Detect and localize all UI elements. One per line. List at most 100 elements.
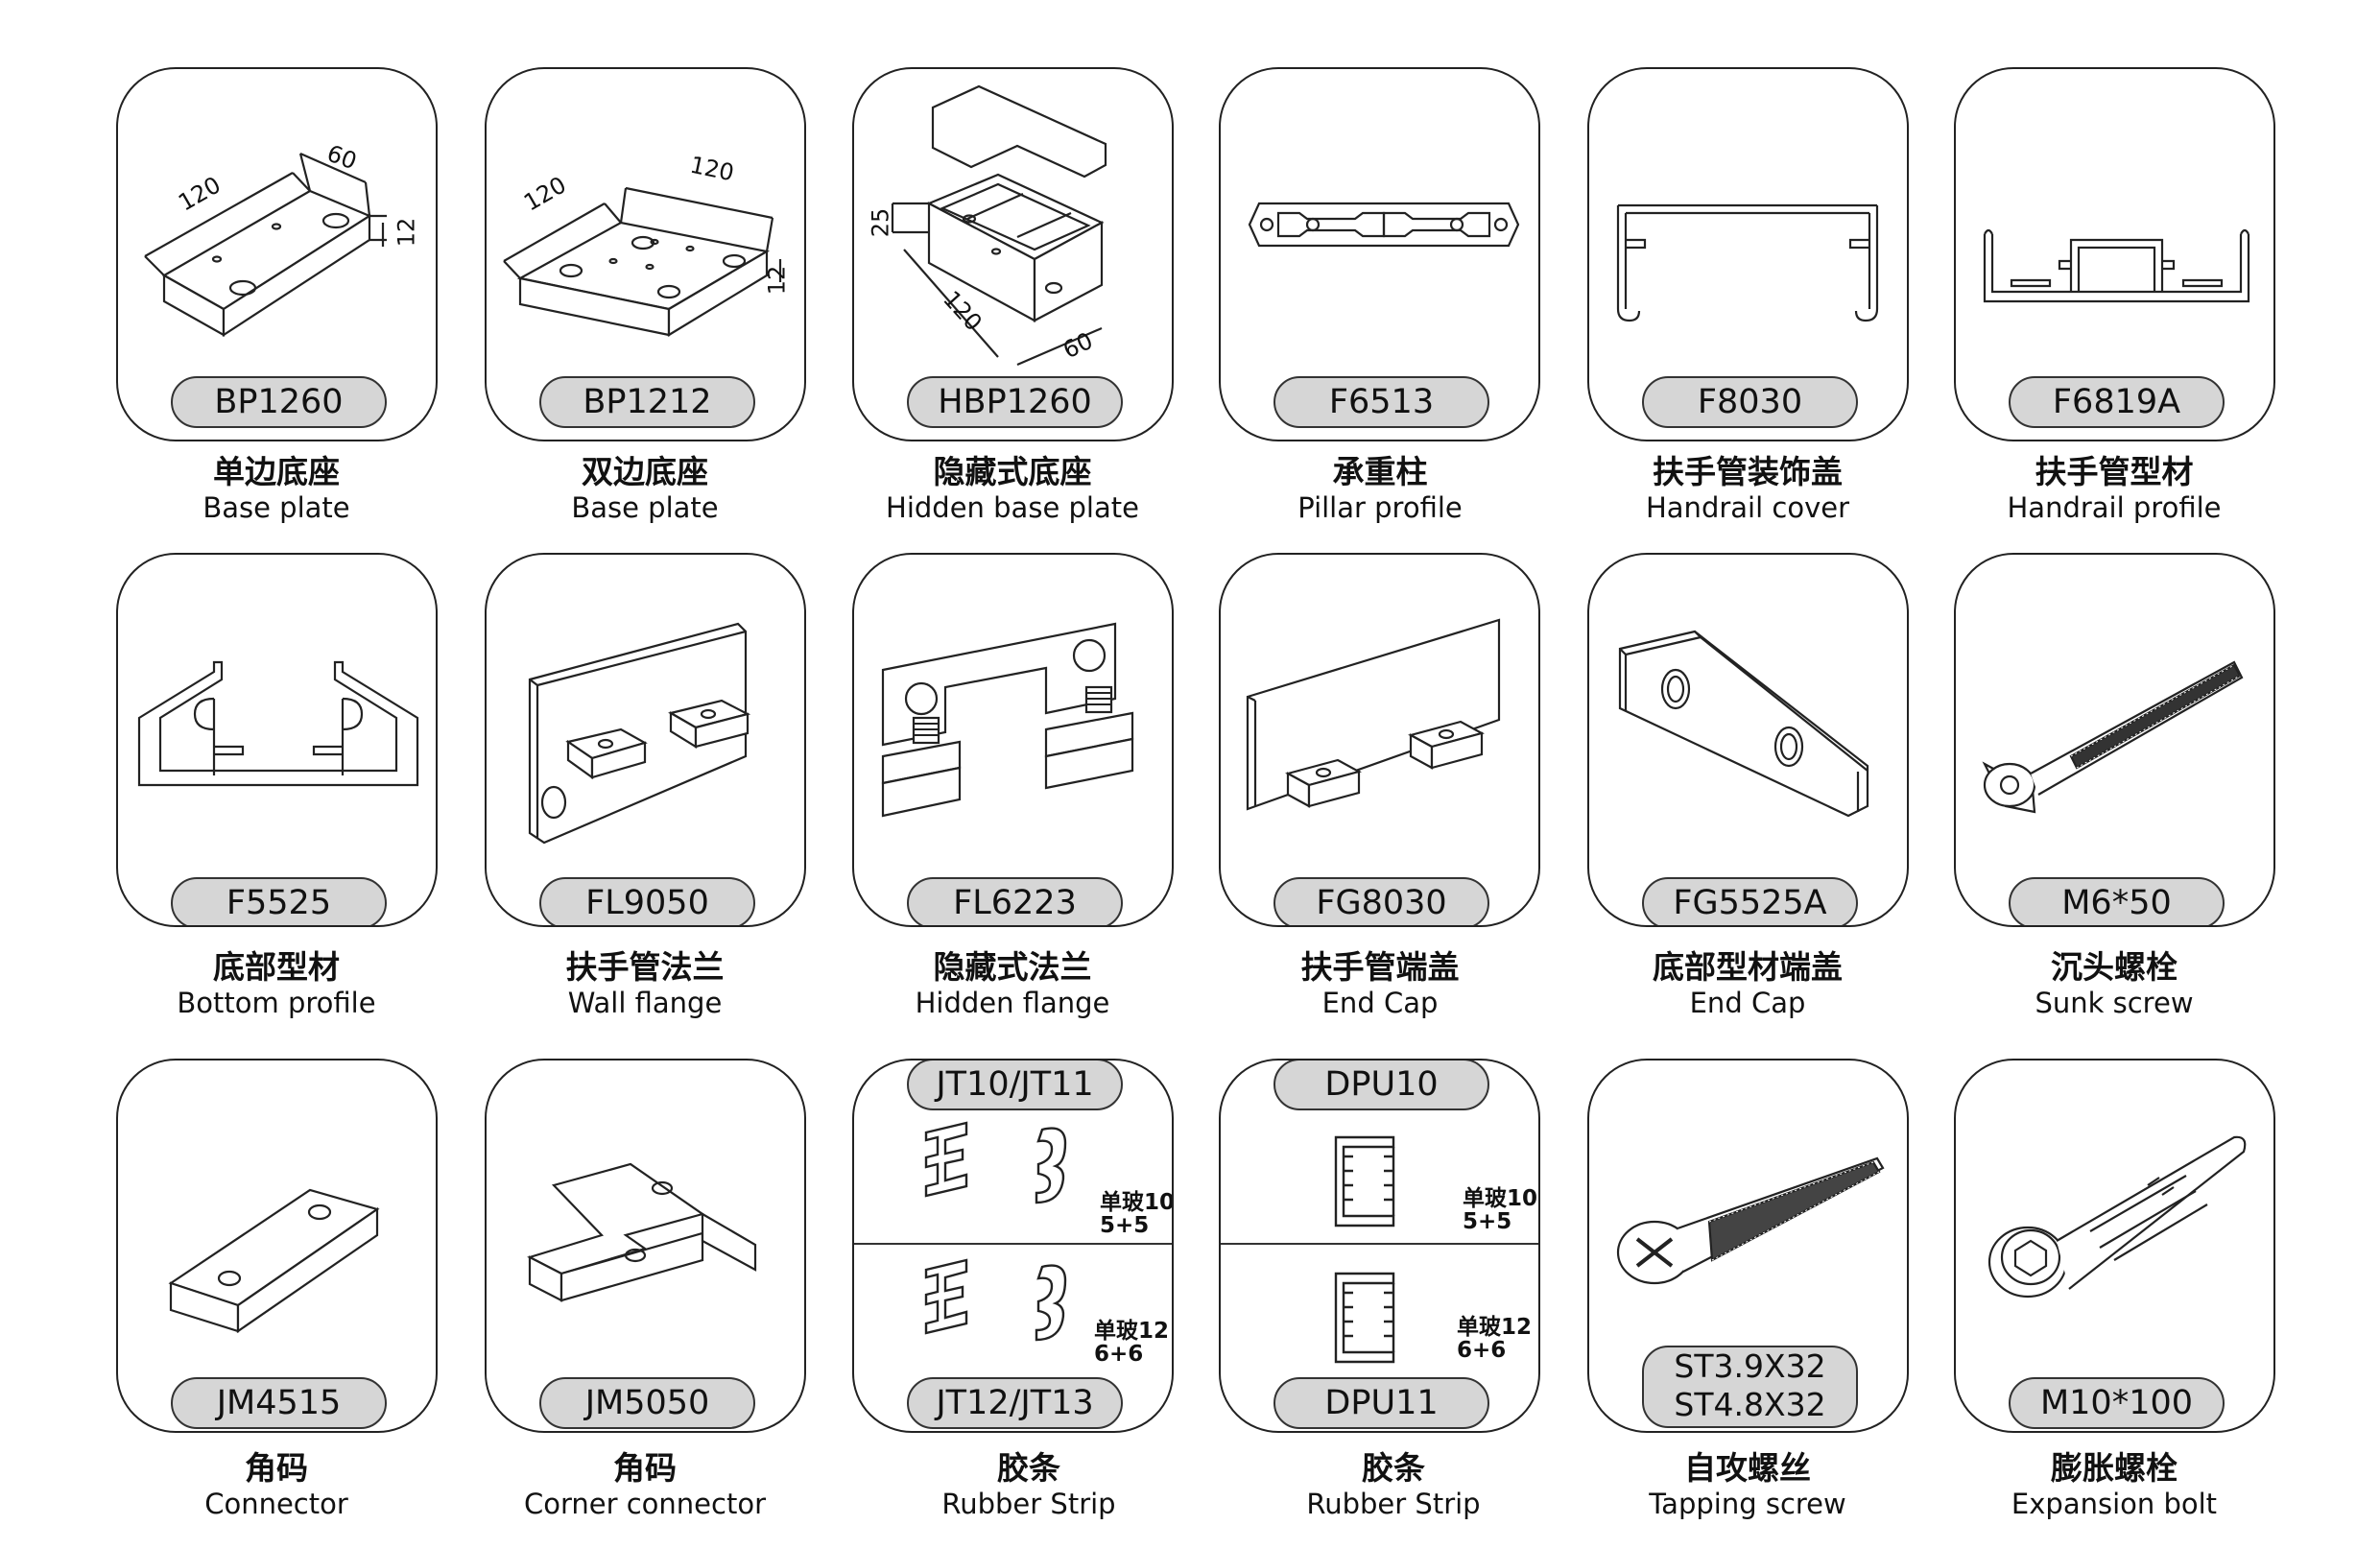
product-name-en: Rubber Strip xyxy=(1306,1488,1481,1520)
product-caption: 胶条 Rubber Strip xyxy=(837,1449,1221,1520)
product-card-fl9050: FL9050 xyxy=(485,553,806,927)
product-code-badge: F8030 xyxy=(1642,376,1858,428)
product-name-en: Base plate xyxy=(571,491,719,524)
single-side-base-plate-drawing xyxy=(144,152,387,338)
product-name-zh: 底部型材端盖 xyxy=(1653,948,1843,986)
product-card-bp1212: 120 120 12 BP1212 xyxy=(485,67,806,441)
handrail-cover-drawing xyxy=(1616,203,1879,322)
product-name-zh: 胶条 xyxy=(997,1449,1060,1487)
product-name-zh: 自攻螺丝 xyxy=(1684,1449,1811,1487)
product-caption: 隐藏式底座 Hidden base plate xyxy=(821,453,1204,524)
rubber-strip-dpu-drawing xyxy=(1334,1135,1395,1364)
product-code-badge: HBP1260 xyxy=(907,376,1123,428)
product-code-badge: JM5050 xyxy=(539,1377,755,1429)
product-card-jm5050: JM5050 xyxy=(485,1059,806,1433)
product-caption: 双边底座 Base plate xyxy=(453,453,837,524)
product-code-badge: F6513 xyxy=(1273,376,1489,428)
glass-spec-note: 单玻12 6+6 xyxy=(1094,1319,1170,1367)
straight-connector-drawing xyxy=(168,1188,380,1334)
product-code-badge: FG5525A xyxy=(1642,877,1858,925)
wall-flange-drawing xyxy=(528,622,751,845)
product-name-en: End Cap xyxy=(1689,987,1806,1019)
product-card-bp1260: 120 60 12 BP1260 xyxy=(116,67,438,441)
product-name-zh: 扶手管型材 xyxy=(2035,453,2194,490)
product-name-zh: 承重柱 xyxy=(1332,453,1428,490)
product-card-fg8030: FG8030 xyxy=(1219,553,1540,927)
product-code-badge-top: DPU10 xyxy=(1273,1060,1489,1110)
product-code-badge: F6819A xyxy=(2009,376,2225,428)
product-card-m10-100: M10*100 xyxy=(1954,1059,2275,1433)
product-card-f6513: F6513 xyxy=(1219,67,1540,441)
product-name-zh: 扶手管法兰 xyxy=(565,948,725,986)
product-name-en: Connector xyxy=(204,1488,348,1520)
product-name-en: Corner connector xyxy=(523,1488,767,1520)
product-caption: 扶手管装饰盖 Handrail cover xyxy=(1556,453,1940,524)
product-name-zh: 双边底座 xyxy=(582,453,708,490)
product-caption: 扶手管法兰 Wall flange xyxy=(453,948,837,1019)
product-code-badge: M10*100 xyxy=(2009,1377,2225,1429)
product-name-en: Wall flange xyxy=(567,987,723,1019)
product-code-badge: ST3.9X32 ST4.8X32 xyxy=(1642,1346,1858,1428)
product-name-en: Sunk screw xyxy=(2035,987,2194,1019)
product-name-en: End Cap xyxy=(1321,987,1439,1019)
dimension-label: 12 xyxy=(393,217,420,248)
product-name-zh: 沉头螺栓 xyxy=(2051,948,2178,986)
product-caption: 扶手管端盖 End Cap xyxy=(1188,948,1572,1019)
product-code-badge: BP1260 xyxy=(171,376,387,428)
product-caption: 底部型材 Bottom profile xyxy=(84,948,468,1019)
handrail-end-cap-drawing xyxy=(1246,618,1501,811)
product-caption: 沉头螺栓 Sunk screw xyxy=(1922,948,2306,1019)
corner-connector-drawing xyxy=(527,1162,757,1302)
product-name-zh: 膨胀螺栓 xyxy=(2051,1449,2178,1487)
product-name-zh: 扶手管端盖 xyxy=(1300,948,1460,986)
product-name-en: Base plate xyxy=(202,491,350,524)
product-caption: 膨胀螺栓 Expansion bolt xyxy=(1922,1449,2306,1520)
section-divider xyxy=(1221,1243,1538,1245)
product-name-zh: 隐藏式法兰 xyxy=(933,948,1092,986)
product-card-fl6223: FL6223 xyxy=(852,553,1174,927)
product-name-zh: 角码 xyxy=(613,1449,677,1487)
product-name-zh: 扶手管装饰盖 xyxy=(1653,453,1843,490)
dimension-label: 25 xyxy=(867,207,894,238)
pillar-profile-drawing xyxy=(1248,202,1520,248)
product-caption: 胶条 Rubber Strip xyxy=(1202,1449,1585,1520)
product-card-f6819a: F6819A xyxy=(1954,67,2275,441)
product-card-m6-50: M6*50 xyxy=(1954,553,2275,927)
product-card-hbp1260: 25 120 60 HBP1260 xyxy=(852,67,1174,441)
product-card-f5525: F5525 xyxy=(116,553,438,927)
product-code-badge: FL6223 xyxy=(907,877,1123,925)
product-code-badge-bottom: JT12/JT13 xyxy=(907,1377,1123,1429)
product-caption: 单边底座 Base plate xyxy=(84,453,468,524)
expansion-bolt-drawing xyxy=(1987,1135,2247,1299)
product-code-badge: BP1212 xyxy=(539,376,755,428)
product-code-badge: JM4515 xyxy=(171,1377,387,1429)
product-name-en: Rubber Strip xyxy=(941,1488,1116,1520)
product-name-zh: 隐藏式底座 xyxy=(933,453,1092,490)
product-name-en: Handrail cover xyxy=(1645,491,1849,524)
dimension-label: 12 xyxy=(763,265,791,296)
glass-spec-note: 单玻10 5+5 xyxy=(1463,1186,1538,1234)
product-caption: 扶手管型材 Handrail profile xyxy=(1922,453,2306,524)
product-name-zh: 胶条 xyxy=(1362,1449,1425,1487)
rubber-strip-jt-drawing xyxy=(924,1121,1067,1342)
product-code-badge: F5525 xyxy=(171,877,387,925)
handrail-profile-drawing xyxy=(1983,228,2250,303)
product-name-zh: 单边底座 xyxy=(213,453,340,490)
product-card-st-tapping-screw: ST3.9X32 ST4.8X32 xyxy=(1587,1059,1909,1433)
bottom-profile-end-cap-drawing xyxy=(1618,630,1869,818)
section-divider xyxy=(854,1243,1172,1245)
countersunk-screw-drawing xyxy=(1982,660,2244,814)
product-caption: 承重柱 Pillar profile xyxy=(1188,453,1572,524)
product-caption: 自攻螺丝 Tapping screw xyxy=(1556,1449,1940,1520)
product-card-fg5525a: FG5525A xyxy=(1587,553,1909,927)
product-name-en: Handrail profile xyxy=(2007,491,2222,524)
product-caption: 底部型材端盖 End Cap xyxy=(1556,948,1940,1019)
product-caption: 角码 Connector xyxy=(84,1449,468,1520)
product-name-en: Hidden base plate xyxy=(886,491,1139,524)
product-caption: 隐藏式法兰 Hidden flange xyxy=(821,948,1204,1019)
product-code-badge: FG8030 xyxy=(1273,877,1489,925)
product-code-badge-top: JT10/JT11 xyxy=(907,1060,1123,1110)
glass-spec-note: 单玻12 6+6 xyxy=(1457,1315,1533,1363)
product-card-jm4515: JM4515 xyxy=(116,1059,438,1433)
product-code-badge: FL9050 xyxy=(539,877,755,925)
